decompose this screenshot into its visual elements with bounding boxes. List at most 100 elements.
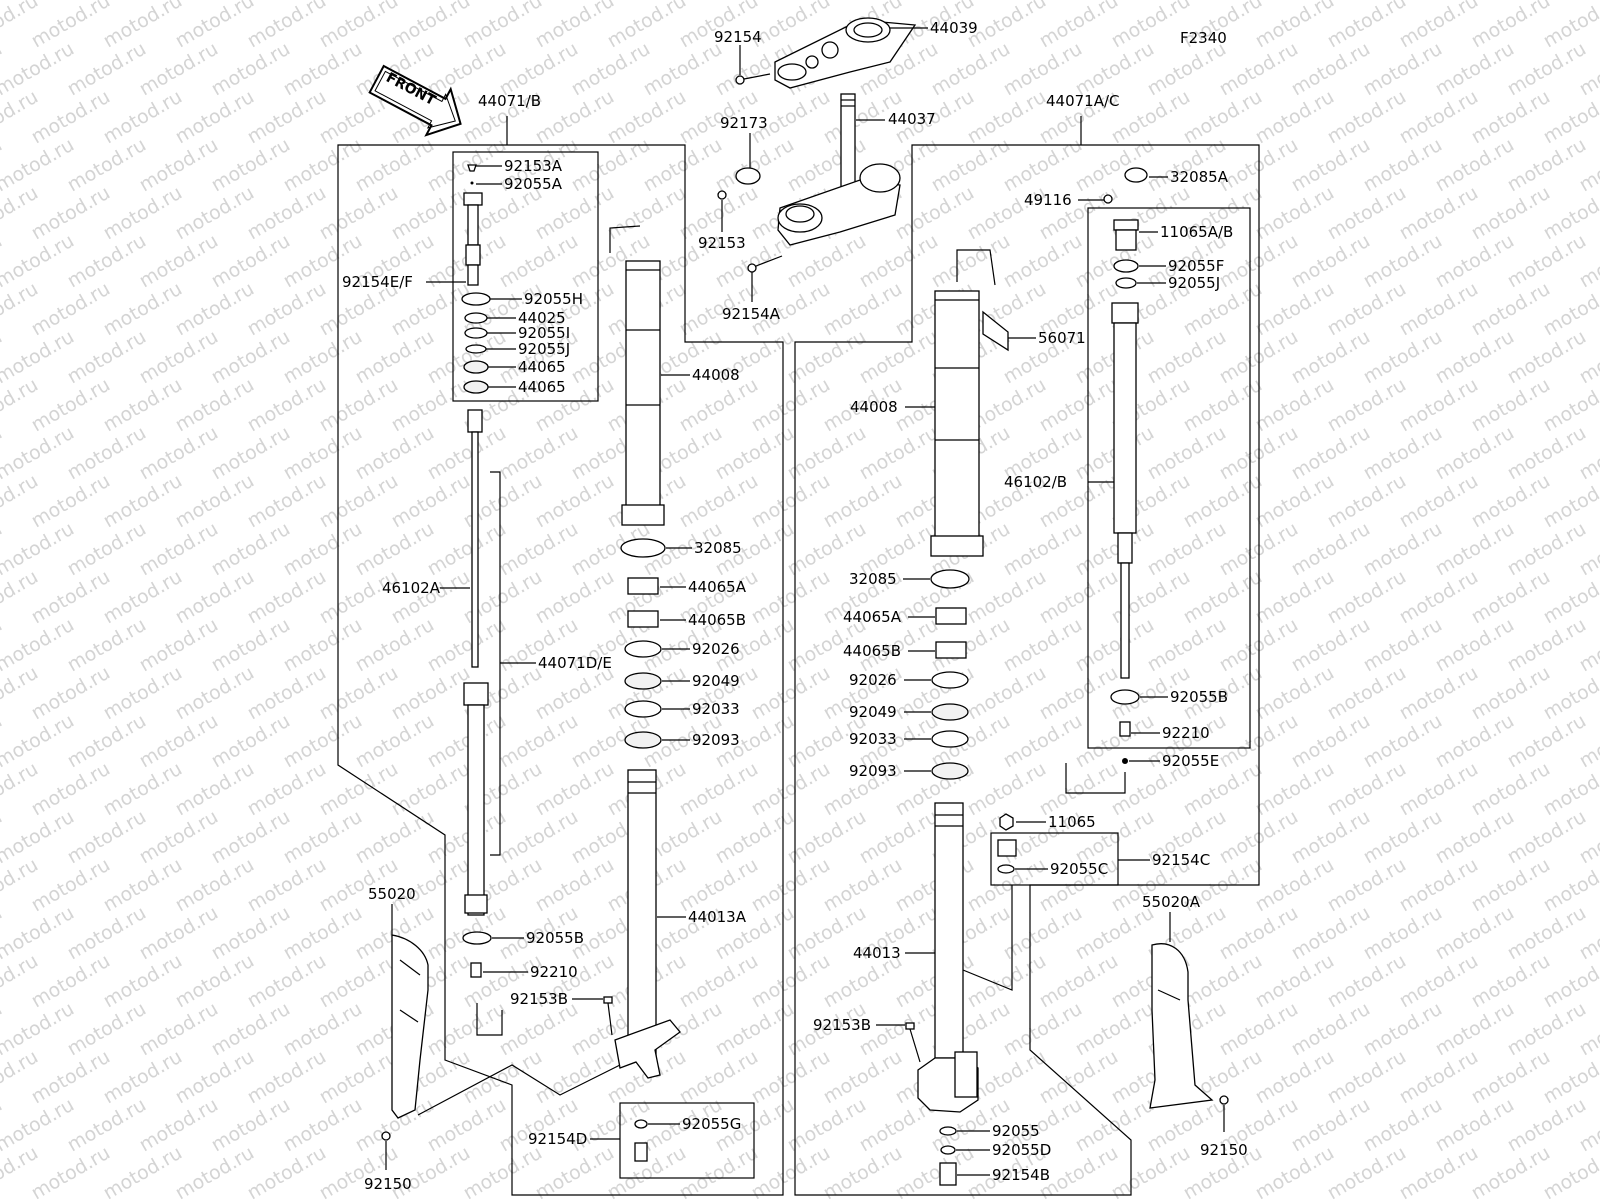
cap-11065AB bbox=[1113, 219, 1139, 251]
right-bushings-seals bbox=[930, 569, 970, 780]
valve-49116 bbox=[1103, 194, 1113, 204]
label-92154D: 92154D bbox=[528, 1130, 587, 1148]
label-92150-right: 92150 bbox=[1200, 1141, 1248, 1159]
ring-32085A bbox=[1124, 167, 1148, 183]
oring-92055G bbox=[634, 1119, 648, 1129]
label-92055I: 92055I bbox=[518, 324, 570, 342]
bolt-92154 bbox=[735, 73, 771, 85]
fork-guard-55020A bbox=[1149, 943, 1214, 1109]
fork-guard-55020 bbox=[391, 934, 429, 1119]
inner-tube-44013A bbox=[614, 769, 681, 1079]
label-92154A: 92154A bbox=[722, 305, 781, 323]
left-bushings-seals bbox=[620, 538, 666, 749]
bolt-92153B-left bbox=[603, 996, 613, 1036]
label-44013: 44013 bbox=[853, 944, 901, 962]
right-fork-boundary bbox=[794, 116, 1260, 1196]
outer-tube-44008-left bbox=[621, 260, 665, 526]
cartridge-46102B bbox=[1111, 302, 1139, 679]
label-92154B: 92154B bbox=[992, 1166, 1050, 1184]
label-sticker-56071 bbox=[982, 310, 1009, 352]
bolt-92154B bbox=[939, 1162, 957, 1186]
collar-92210 bbox=[470, 962, 482, 978]
label-44065A-right: 44065A bbox=[843, 608, 902, 626]
label-44065A-left: 44065A bbox=[688, 578, 747, 596]
label-44071B: 44071/B bbox=[478, 92, 541, 110]
oring-92055B bbox=[462, 931, 492, 945]
figure-code: F2340 bbox=[1180, 29, 1227, 47]
watermark-text: motod.ru bbox=[1576, 0, 1600, 4]
bolt-92154D bbox=[634, 1142, 648, 1162]
label-92093-right: 92093 bbox=[849, 762, 897, 780]
label-92153B-left: 92153B bbox=[510, 990, 568, 1008]
left-fork-boundary bbox=[337, 116, 784, 1196]
label-92033-left: 92033 bbox=[692, 700, 740, 718]
front-arrow-icon bbox=[368, 64, 462, 137]
label-46102B: 46102/B bbox=[1004, 473, 1067, 491]
cap-inset-box bbox=[452, 151, 599, 402]
label-92093-left: 92093 bbox=[692, 731, 740, 749]
label-55020A: 55020A bbox=[1142, 893, 1201, 911]
drain-bolt-inset-right bbox=[990, 832, 1119, 886]
label-92055E: 92055E bbox=[1162, 752, 1219, 770]
label-44071AC: 44071A/C bbox=[1046, 92, 1120, 110]
drain-bolt-inset-left bbox=[619, 1102, 755, 1179]
pinch-clamp-92173 bbox=[735, 167, 761, 185]
label-92055G: 92055G bbox=[682, 1115, 741, 1133]
label-44008-right: 44008 bbox=[850, 398, 898, 416]
label-92154EF: 92154E/F bbox=[342, 273, 413, 291]
bolt-92150-left bbox=[381, 1131, 391, 1141]
cap-parts bbox=[461, 164, 491, 394]
nut-11065 bbox=[999, 813, 1014, 831]
label-44071DE: 44071D/E bbox=[538, 654, 612, 672]
outer-tube-44008-right bbox=[930, 290, 984, 557]
label-92210-left: 92210 bbox=[530, 963, 578, 981]
label-44037: 44037 bbox=[888, 110, 936, 128]
label-92049-right: 92049 bbox=[849, 703, 897, 721]
label-92055A: 92055A bbox=[504, 175, 563, 193]
label-92055J-right: 92055J bbox=[1168, 274, 1220, 292]
label-49116: 49116 bbox=[1024, 191, 1072, 209]
label-44039: 44039 bbox=[930, 19, 978, 37]
label-92173: 92173 bbox=[720, 114, 768, 132]
bolt-92153 bbox=[717, 190, 727, 200]
label-44065B-right: 44065B bbox=[843, 642, 901, 660]
label-92026-left: 92026 bbox=[692, 640, 740, 658]
right-cartridge-box bbox=[1087, 207, 1251, 749]
label-92055F: 92055F bbox=[1168, 257, 1224, 275]
label-46102A: 46102A bbox=[382, 579, 441, 597]
label-92055H: 92055H bbox=[524, 290, 583, 308]
label-92154-top: 92154 bbox=[714, 28, 762, 46]
label-92150-left: 92150 bbox=[364, 1175, 412, 1193]
label-92055J: 92055J bbox=[518, 340, 570, 358]
label-92055C: 92055C bbox=[1050, 860, 1108, 878]
label-32085A: 32085A bbox=[1170, 168, 1229, 186]
bolt-92150-right bbox=[1219, 1095, 1229, 1105]
label-11065AB: 11065A/B bbox=[1160, 223, 1233, 241]
label-92026-right: 92026 bbox=[849, 671, 897, 689]
label-44065B-left: 44065B bbox=[688, 611, 746, 629]
label-92153: 92153 bbox=[698, 234, 746, 252]
label-55020: 55020 bbox=[368, 885, 416, 903]
upper-triple-clamp bbox=[774, 17, 917, 89]
steering-stem-44037 bbox=[777, 93, 901, 246]
label-92055: 92055 bbox=[992, 1122, 1040, 1140]
label-44065-a: 44065 bbox=[518, 358, 566, 376]
label-44013A: 44013A bbox=[688, 908, 747, 926]
inner-tube-44013 bbox=[917, 802, 979, 1113]
label-11065: 11065 bbox=[1048, 813, 1096, 831]
label-92049-left: 92049 bbox=[692, 672, 740, 690]
label-92153A: 92153A bbox=[504, 157, 563, 175]
label-92210-right: 92210 bbox=[1162, 724, 1210, 742]
label-32085-left: 32085 bbox=[694, 539, 742, 557]
label-92033-right: 92033 bbox=[849, 730, 897, 748]
label-44065-b: 44065 bbox=[518, 378, 566, 396]
cartridge-46102A bbox=[463, 409, 489, 916]
label-32085-right: 32085 bbox=[849, 570, 897, 588]
label-44008-left: 44008 bbox=[692, 366, 740, 384]
label-92153B-right: 92153B bbox=[813, 1016, 871, 1034]
label-92154C: 92154C bbox=[1152, 851, 1210, 869]
bolt-92153B-right bbox=[905, 1022, 921, 1063]
label-56071: 56071 bbox=[1038, 329, 1086, 347]
